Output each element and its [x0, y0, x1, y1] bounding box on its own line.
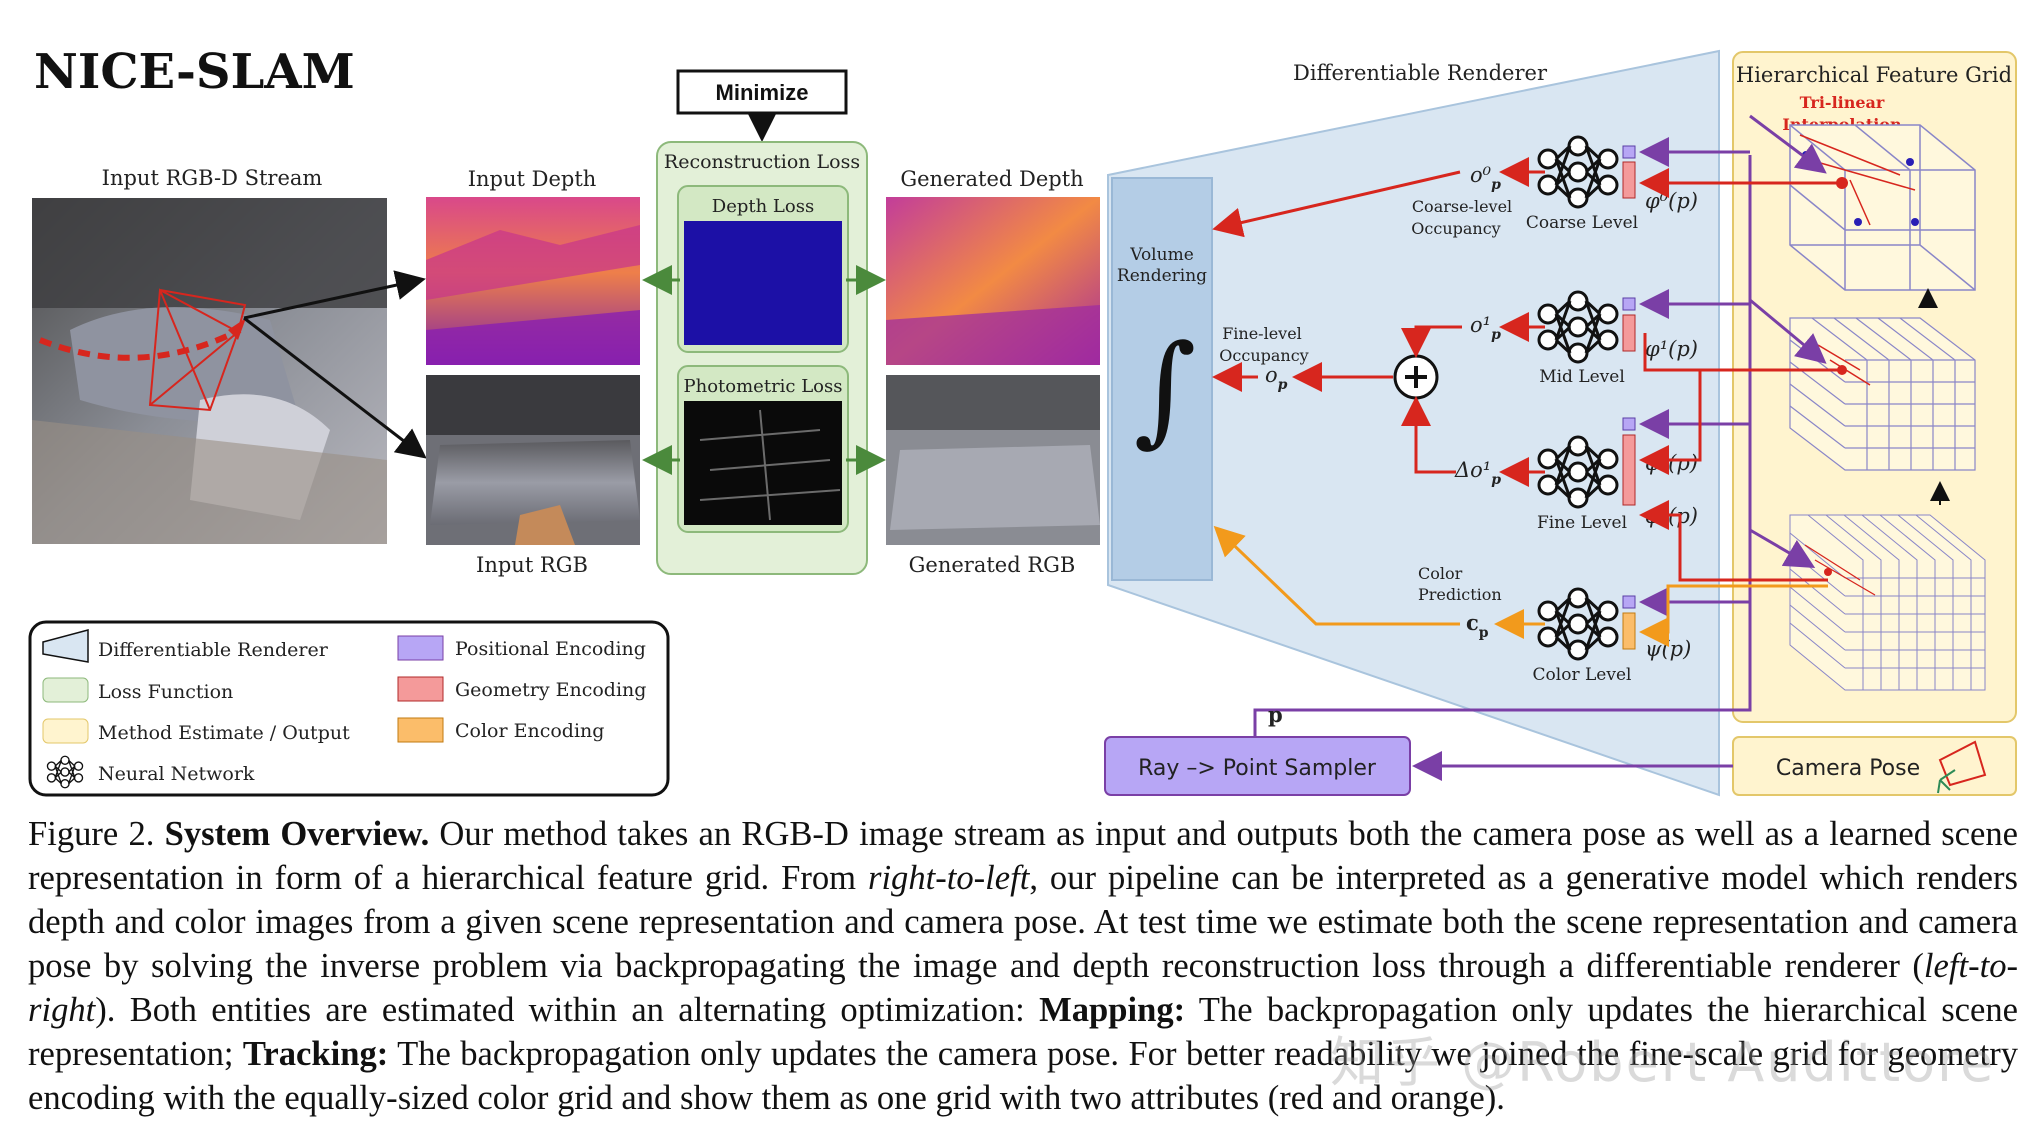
- figure-title: NICE-SLAM: [34, 44, 355, 100]
- legend-color-swatch: [397, 717, 444, 743]
- caption-text-5: The backpropagation only updates the cam…: [28, 1035, 2018, 1117]
- input-stream-label: Input RGB-D Stream: [102, 166, 323, 190]
- o1-to-sum-arrow: [1401, 325, 1462, 358]
- minimize-box: [676, 69, 848, 115]
- legend-loss-label: Loss Function: [98, 681, 233, 703]
- positional-encoding-fine: [1622, 417, 1636, 431]
- geometry-encoding-mid: [1622, 314, 1636, 352]
- caption-text-1: Our method takes an RGB-D image stream a…: [28, 815, 2018, 897]
- color-grid-link: [1639, 584, 1828, 647]
- stream-arrow-rgb: [243, 316, 427, 459]
- system-overview-figure: NICE-SLAM Input RGB-D Stream Input Depth…: [28, 44, 2017, 797]
- generated-rgb-image: [886, 375, 1100, 545]
- delta-to-sum-arrow: [1401, 396, 1456, 474]
- fine-level-label: Fine Level: [1537, 513, 1627, 533]
- geometry-encoding-coarse: [1622, 161, 1636, 199]
- mid-grid-cube: [1789, 317, 1976, 471]
- input-depth-label: Input Depth: [468, 167, 597, 191]
- color-encoding-color: [1622, 612, 1636, 650]
- legend-geometry-swatch: [397, 676, 444, 702]
- phi0-label: φ⁰(p): [1645, 189, 1698, 213]
- coarse-level-label: Coarse Level: [1526, 213, 1638, 233]
- coarse-grid-cube: [1789, 124, 1976, 291]
- legend-positional-swatch: [397, 635, 444, 661]
- positional-encoding-mid: [1622, 297, 1636, 311]
- geometry-encoding-fine: [1622, 434, 1636, 506]
- sum-node-plus: [1405, 366, 1427, 388]
- reconstruction-loss-label: Reconstruction Loss: [664, 151, 860, 173]
- input-depth-image: [426, 197, 640, 365]
- input-rgb-image: [426, 375, 640, 545]
- volume-rendering-label-1: Volume: [1129, 245, 1194, 265]
- integral-symbol: ∫: [1134, 320, 1197, 459]
- legend-color-label: Color Encoding: [455, 720, 604, 742]
- figure-caption: Figure 2. System Overview. Our method ta…: [28, 812, 2018, 1120]
- input-rgb-label: Input RGB: [476, 553, 588, 577]
- op-label: op: [1265, 363, 1288, 393]
- photometric-loss-image: [684, 401, 842, 525]
- coarse-occupancy-label-2: Occupancy: [1411, 219, 1500, 238]
- generated-rgb-label: Generated RGB: [909, 553, 1076, 577]
- legend-positional-label: Positional Encoding: [455, 638, 646, 660]
- volume-rendering-box: [1111, 177, 1213, 581]
- caption-italic-1: right-to-left: [867, 859, 1030, 897]
- psi-label: ψ(p): [1645, 637, 1691, 661]
- watermark: 知乎 @Robert Audittore: [1330, 1031, 1996, 1094]
- phi1a-label: φ¹(p): [1645, 337, 1698, 361]
- mid-level-label: Mid Level: [1539, 367, 1625, 387]
- o0-label: o⁰p: [1470, 163, 1501, 193]
- caption-heading: System Overview.: [164, 815, 430, 853]
- fine-occupancy-label-2: Occupancy: [1219, 346, 1308, 365]
- legend-geometry-label: Geometry Encoding: [455, 679, 646, 701]
- delta-o1-label: Δo¹p: [1454, 458, 1501, 488]
- caption-italic-2: left-to-right: [28, 947, 2018, 1029]
- legend-loss-swatch: [42, 677, 89, 703]
- stream-arrow-depth: [243, 270, 426, 320]
- phi1b-label: φ¹(p): [1645, 451, 1698, 475]
- ray-point-sampler-label: Ray –> Point Sampler: [1138, 756, 1377, 781]
- legend-renderer-swatch: [42, 629, 89, 663]
- caption-text-4: The backpropagation only updates the hie…: [28, 991, 2019, 1073]
- color-prediction-label-1: Color: [1418, 564, 1463, 583]
- generated-depth-image: [886, 197, 1100, 365]
- depth-loss-label: Depth Loss: [712, 196, 814, 217]
- legend-box: [28, 620, 670, 797]
- caption-text-2: , our pipeline can be interpreted as a g…: [28, 859, 2018, 985]
- coarse-occupancy-label-1: Coarse-level: [1412, 197, 1512, 216]
- caption-fig: Figure 2.: [28, 815, 155, 853]
- cp-to-renderer-arrow: [1213, 525, 1460, 626]
- fine-occupancy-label-1: Fine-level: [1222, 324, 1302, 343]
- ray-point-sampler-box: [1104, 736, 1411, 796]
- color-level-label: Color Level: [1533, 665, 1632, 685]
- color-prediction-label-2: Prediction: [1418, 585, 1502, 604]
- input-stream-image: [32, 198, 387, 544]
- caption-tracking: Tracking:: [242, 1035, 389, 1073]
- positional-encoding-color: [1622, 595, 1636, 609]
- camera-pose-icon: [1937, 740, 1987, 794]
- generated-depth-label: Generated Depth: [900, 167, 1083, 191]
- o1-label: o¹p: [1470, 313, 1501, 343]
- positional-encoding-coarse: [1622, 145, 1636, 159]
- feature-grid-title: Hierarchical Feature Grid: [1736, 63, 2012, 87]
- legend-renderer-label: Differentiable Renderer: [98, 639, 329, 661]
- fine-grid-cube: [1789, 514, 1986, 691]
- o0-to-renderer-arrow: [1212, 170, 1461, 238]
- cp-label: cp: [1466, 610, 1489, 641]
- volume-rendering-label-2: Rendering: [1117, 266, 1207, 286]
- caption-mapping: Mapping:: [1039, 991, 1186, 1029]
- p-label: p: [1268, 702, 1283, 727]
- trilinear-label-1: Tri-linear: [1800, 93, 1885, 112]
- legend-estimate-label: Method Estimate / Output: [98, 722, 350, 744]
- geometry-links: [1639, 168, 1842, 582]
- depth-loss-image: [684, 221, 842, 345]
- renderer-title: Differentiable Renderer: [1293, 61, 1548, 85]
- legend-estimate-swatch: [42, 718, 89, 744]
- photometric-loss-label: Photometric Loss: [684, 376, 843, 397]
- positional-links: [1253, 114, 1827, 738]
- legend-network-label: Neural Network: [98, 763, 255, 785]
- caption-text-3: ). Both entities are estimated within an…: [95, 991, 1040, 1029]
- minimize-label: Minimize: [716, 80, 809, 105]
- camera-pose-label: Camera Pose: [1776, 756, 1920, 781]
